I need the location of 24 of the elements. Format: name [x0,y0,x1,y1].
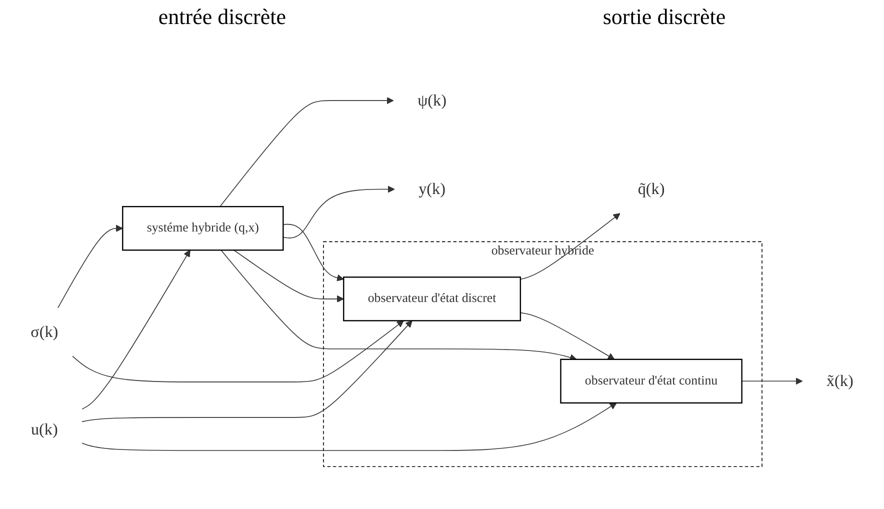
node-text: x̃(k) [826,372,854,390]
arrow [520,312,615,360]
arrow [520,213,620,280]
arrow [741,378,803,385]
arrow [82,250,190,410]
signal-label: entrée discrète [158,4,286,30]
node-text: σ(k) [30,323,58,341]
arrow [282,186,395,238]
arrow [282,224,344,282]
node-box: observateur d'état discret [343,276,522,322]
arrow [72,320,404,382]
node-text: u(k) [30,420,58,438]
arrow [82,320,412,422]
arrow [233,250,344,302]
node-box: systéme hybride (q,x) [122,206,284,251]
arrow [220,250,577,361]
node-text: q̃(k) [638,180,665,198]
arrow [220,97,394,207]
node-box: observateur d'état continu [560,358,742,404]
signal-label: sortie discrète [602,4,726,30]
node-text: ψ(k) [418,92,446,110]
arrow [58,224,123,308]
node-text: y(k) [418,180,446,198]
arrow [82,402,617,451]
